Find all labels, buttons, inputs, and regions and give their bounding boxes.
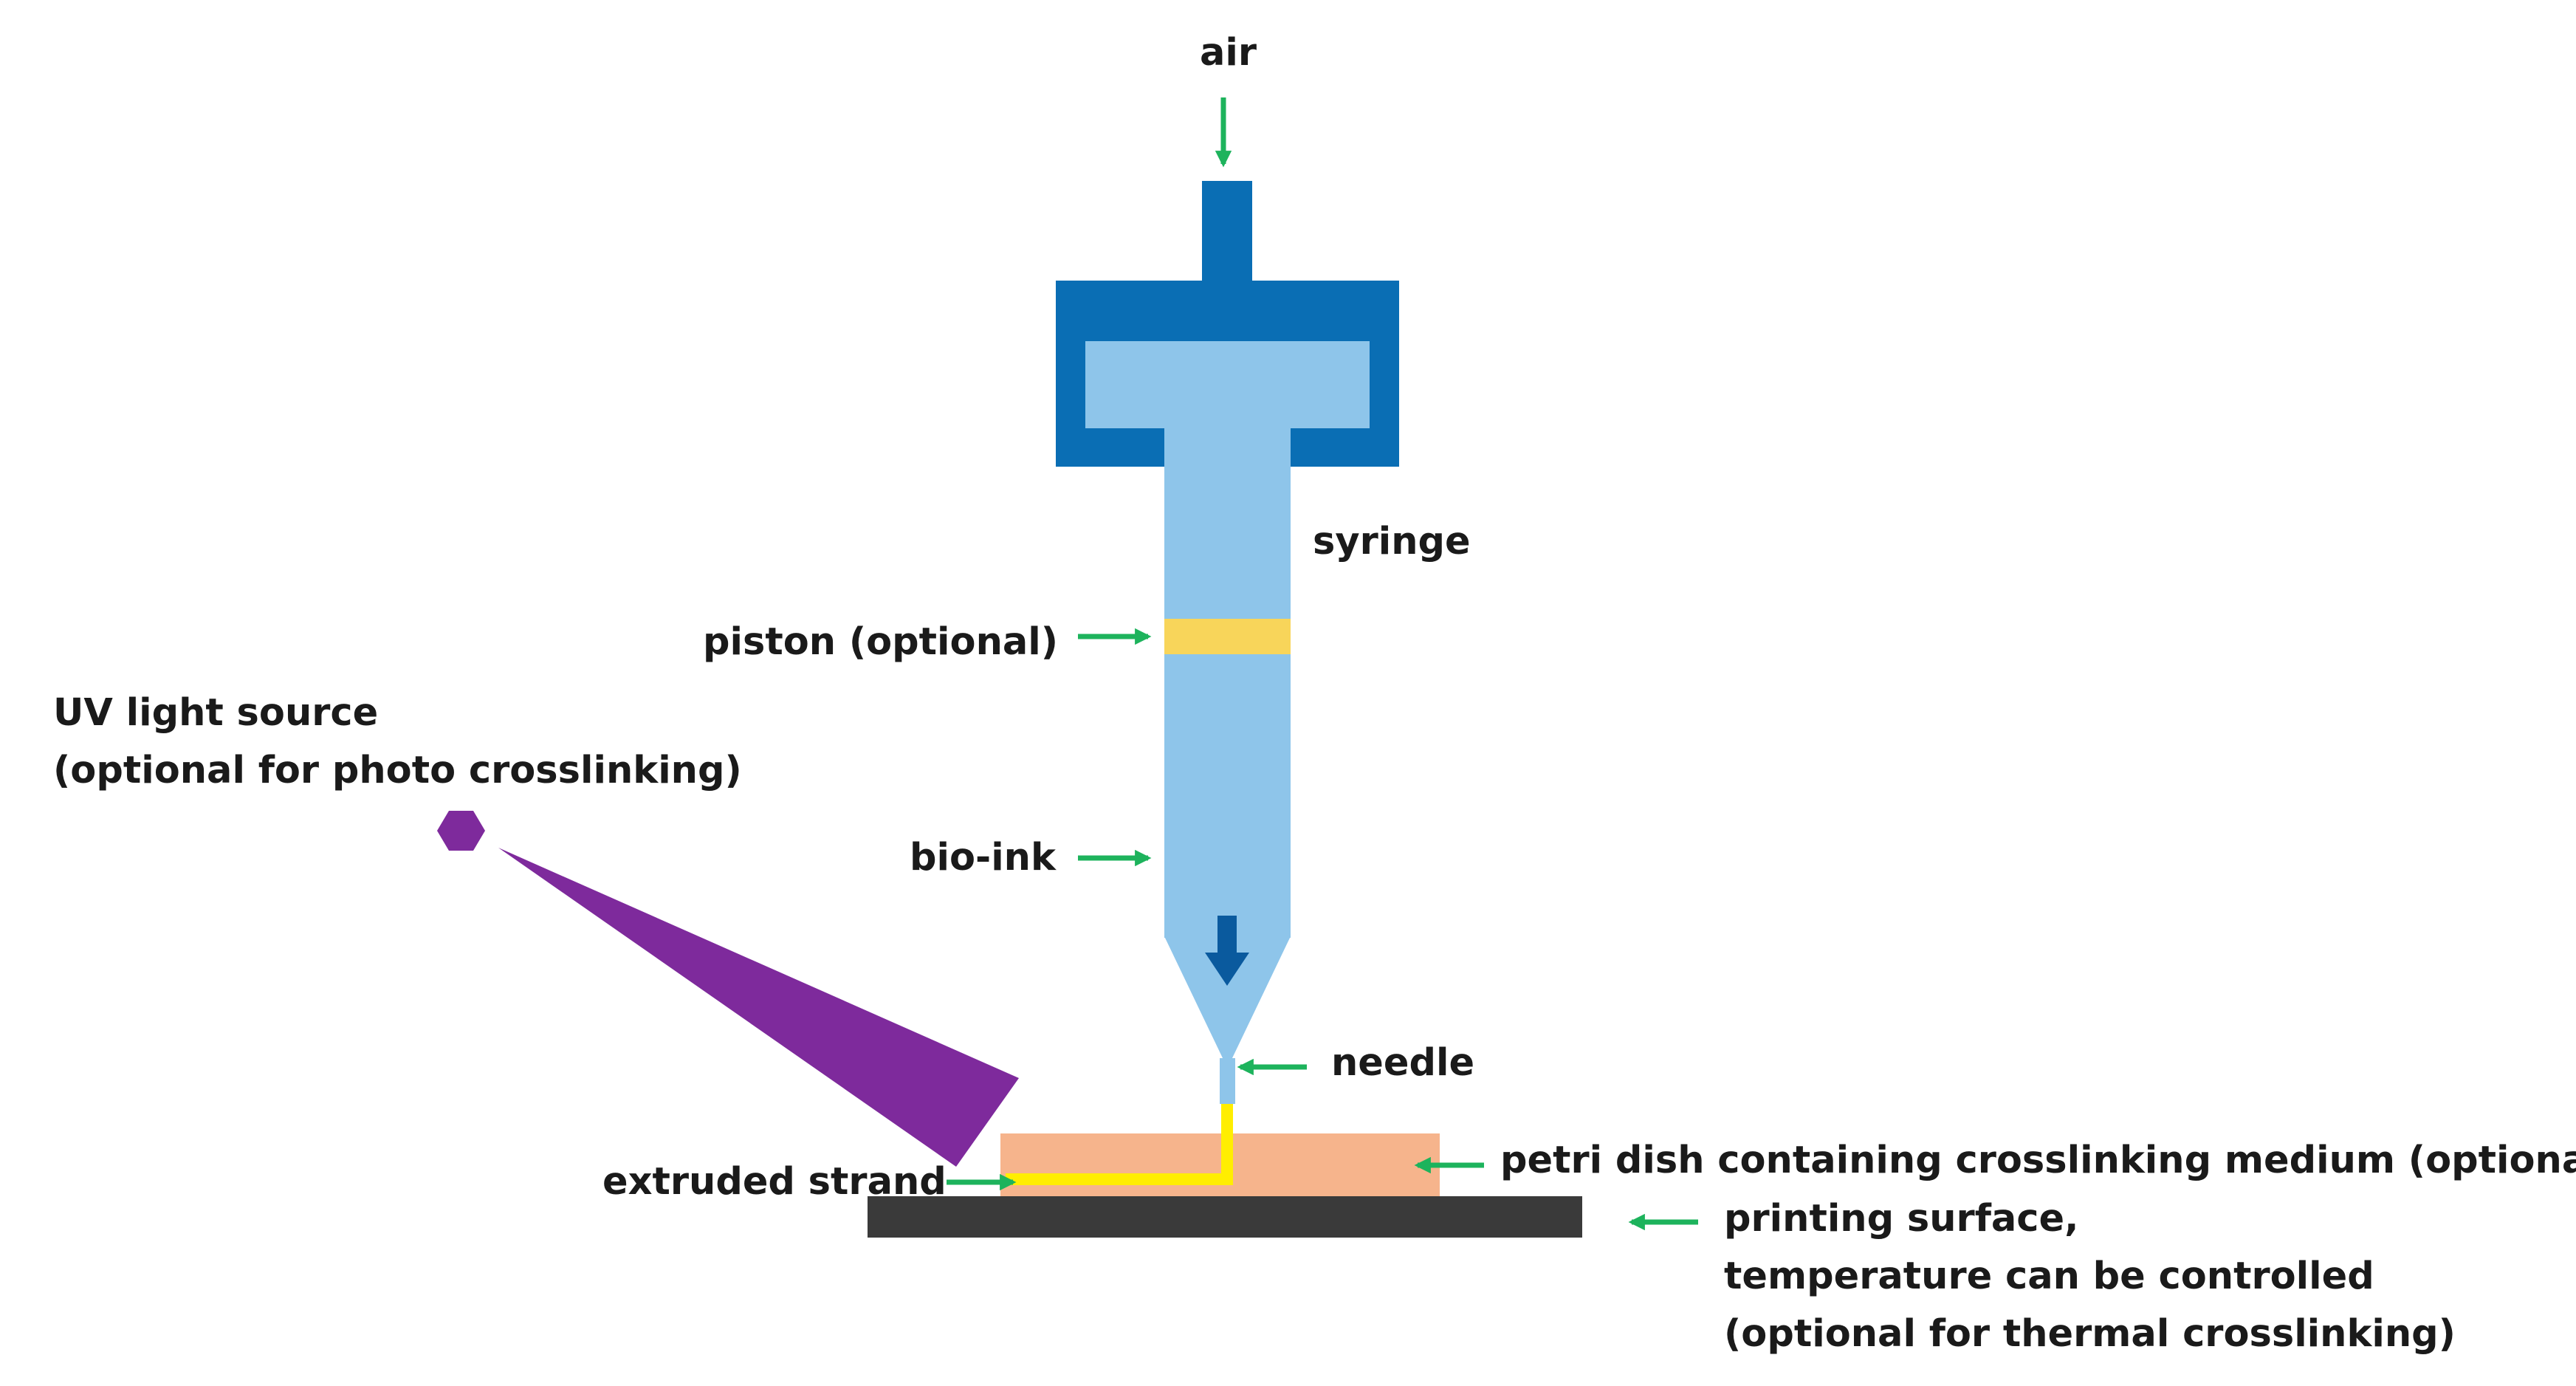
syringe-chamber: [1085, 341, 1370, 428]
syringe: [1056, 181, 1399, 1104]
syringe-barrel: [1164, 428, 1291, 938]
label-needle: needle: [1331, 1041, 1475, 1085]
label-bioink: bio-ink: [910, 836, 1056, 879]
pointer-arrows: [947, 97, 1698, 1231]
petri-dish: [1000, 1133, 1440, 1196]
printing-surface: [868, 1196, 1582, 1238]
extruded-strand: [1006, 1104, 1233, 1185]
label-surface-line1: printing surface,: [1724, 1197, 2079, 1241]
uv-beam: [498, 848, 1019, 1167]
air-inlet-tube: [1202, 181, 1252, 284]
label-syringe: syringe: [1313, 520, 1471, 563]
syringe-housing: [1056, 281, 1399, 467]
label-surface-line3: (optional for thermal crosslinking): [1724, 1312, 2456, 1356]
uv-light-source: [437, 811, 1019, 1167]
uv-lamp-icon: [437, 811, 485, 851]
label-air: air: [1200, 31, 1257, 75]
label-extruded-strand: extruded strand: [602, 1160, 947, 1204]
label-petri-dish: petri dish containing crosslinking mediu…: [1500, 1139, 2576, 1182]
flow-arrow-icon: [1205, 916, 1249, 986]
label-piston: piston (optional): [703, 620, 1059, 664]
syringe-taper: [1164, 936, 1291, 1060]
label-surface-line2: temperature can be controlled: [1724, 1255, 2374, 1298]
label-uv-line2: (optional for photo crosslinking): [53, 749, 742, 792]
label-uv-line1: UV light source: [53, 691, 379, 735]
needle: [1220, 1058, 1235, 1104]
piston: [1164, 619, 1291, 654]
